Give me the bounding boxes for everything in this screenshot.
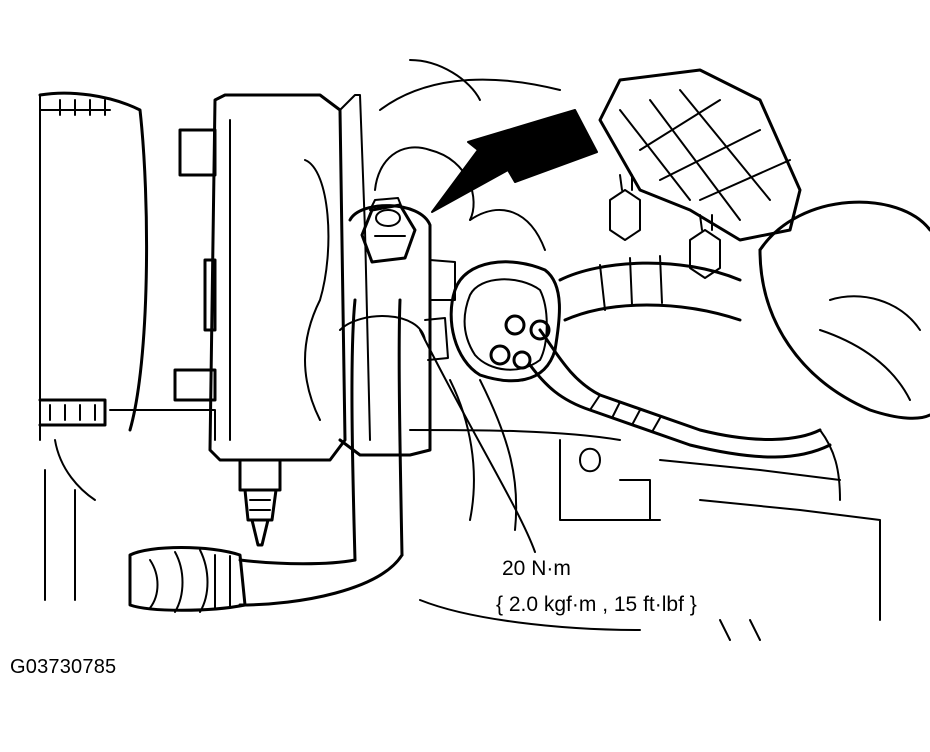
hose	[558, 255, 742, 322]
engine-housing	[758, 200, 930, 420]
engine-background	[44, 59, 881, 641]
mounting-bracket	[338, 94, 432, 457]
torque-value-nm: 20 N·m	[502, 557, 571, 580]
pipe-connector-block	[424, 259, 561, 383]
refrigerant-pipe	[128, 298, 404, 613]
compressor-body	[109, 93, 347, 547]
torque-value-alt: { 2.0 kgf·m , 15 ft·lbf }	[496, 593, 697, 616]
indicator-arrow-icon	[431, 109, 598, 213]
leader-line	[419, 329, 536, 553]
figure-code: G03730785	[10, 656, 117, 678]
pulley-outline	[38, 91, 149, 441]
engine-manifold	[598, 68, 802, 279]
wire-harness	[528, 328, 841, 501]
bolt-icon	[360, 197, 417, 264]
